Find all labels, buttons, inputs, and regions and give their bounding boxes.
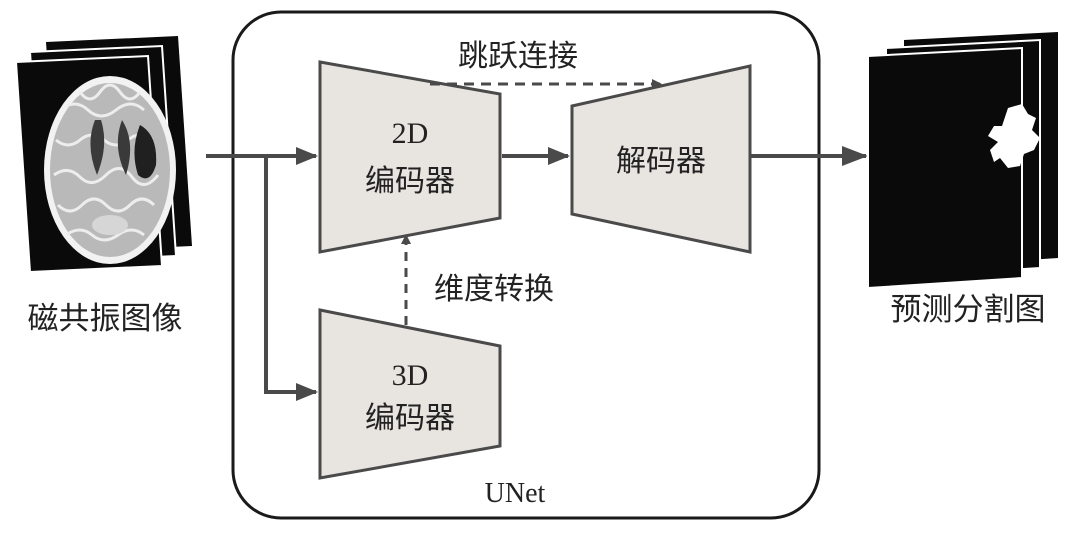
skip-connection-label: 跳跃连接 <box>458 39 578 74</box>
segmentation-mask <box>988 104 1040 168</box>
encoder-2d-subtitle: 编码器 <box>365 164 455 199</box>
encoder-2d-title: 2D <box>392 117 429 150</box>
encoder-2d-shape <box>318 60 502 254</box>
skip-connection: 跳跃连接 <box>430 39 662 89</box>
input-label: 磁共振图像 <box>28 301 183 337</box>
mri-image-stack: 磁共振图像 <box>14 36 192 337</box>
unet-label: UNet <box>485 478 546 509</box>
segmentation-slice-front <box>867 46 1023 290</box>
segmentation-output-stack: 预测分割图 <box>867 32 1058 328</box>
arrow-input-to-3d-encoder <box>264 156 318 401</box>
encoder-3d-subtitle: 编码器 <box>365 401 455 436</box>
encoder-2d: 2D 编码器 <box>318 60 502 254</box>
output-label: 预测分割图 <box>891 292 1046 328</box>
brain-scan-image <box>44 76 176 264</box>
decoder-shape <box>570 64 752 254</box>
dimension-transform-label: 维度转换 <box>434 272 554 307</box>
lesion-region <box>134 125 157 179</box>
encoder-3d: 3D 编码器 <box>318 308 502 480</box>
encoder-3d-title: 3D <box>392 359 429 392</box>
unet-container <box>231 10 821 520</box>
input-arrows <box>206 147 318 401</box>
decoder-label: 解码器 <box>616 144 706 179</box>
decoder: 解码器 <box>570 64 752 254</box>
encoder-3d-shape <box>318 308 502 480</box>
dimension-transform: 维度转换 <box>401 234 554 325</box>
